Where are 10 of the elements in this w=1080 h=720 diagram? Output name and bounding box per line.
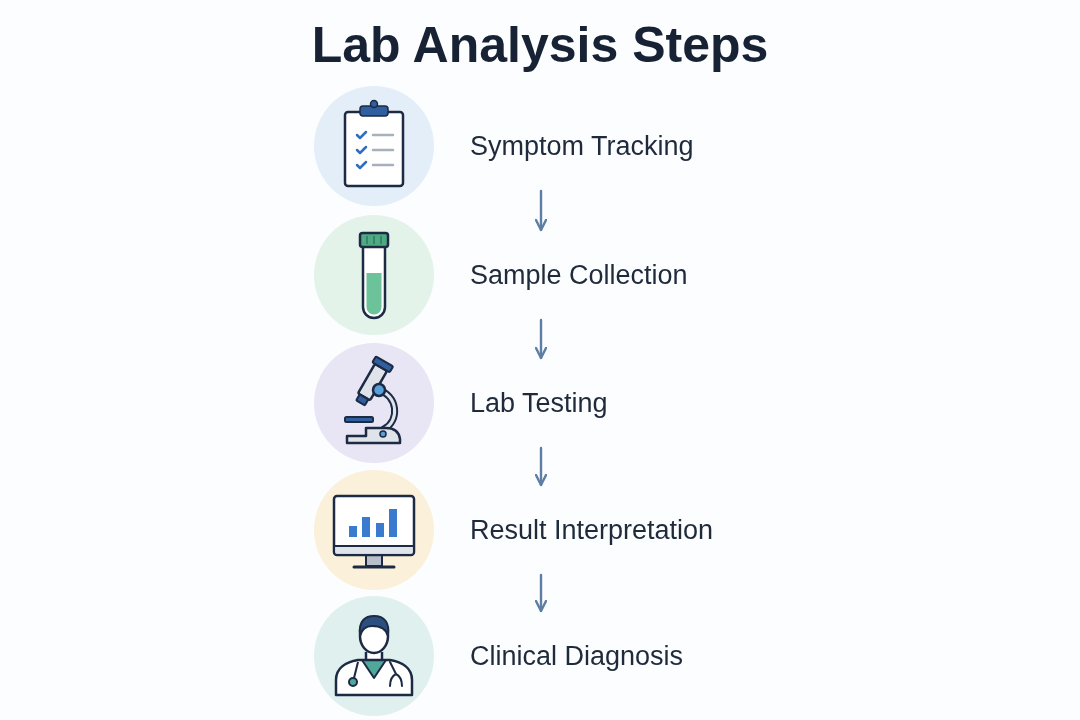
arrow xyxy=(534,189,548,232)
diagram-title: Lab Analysis Steps xyxy=(311,16,769,75)
step-label: Result Interpretation xyxy=(470,514,714,547)
arrow xyxy=(534,573,548,613)
step-label: Symptom Tracking xyxy=(470,130,694,163)
step-label: Clinical Diagnosis xyxy=(470,640,684,673)
step-label: Sample Collection xyxy=(470,259,688,292)
arrow xyxy=(534,318,548,360)
step-label: Lab Testing xyxy=(470,387,608,420)
arrow xyxy=(534,446,548,487)
